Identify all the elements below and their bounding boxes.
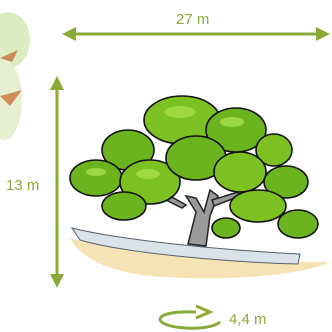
width-arrow-icon (62, 27, 330, 41)
tree-crown (70, 96, 318, 238)
circumference-arrow-icon (160, 306, 220, 328)
trunk-circumference-label: 4,4 m (229, 312, 267, 327)
height-label: 13 m (6, 178, 39, 193)
crown-width-label: 27 m (176, 12, 209, 27)
height-arrow-icon (50, 76, 64, 288)
background-foliage (0, 12, 30, 140)
